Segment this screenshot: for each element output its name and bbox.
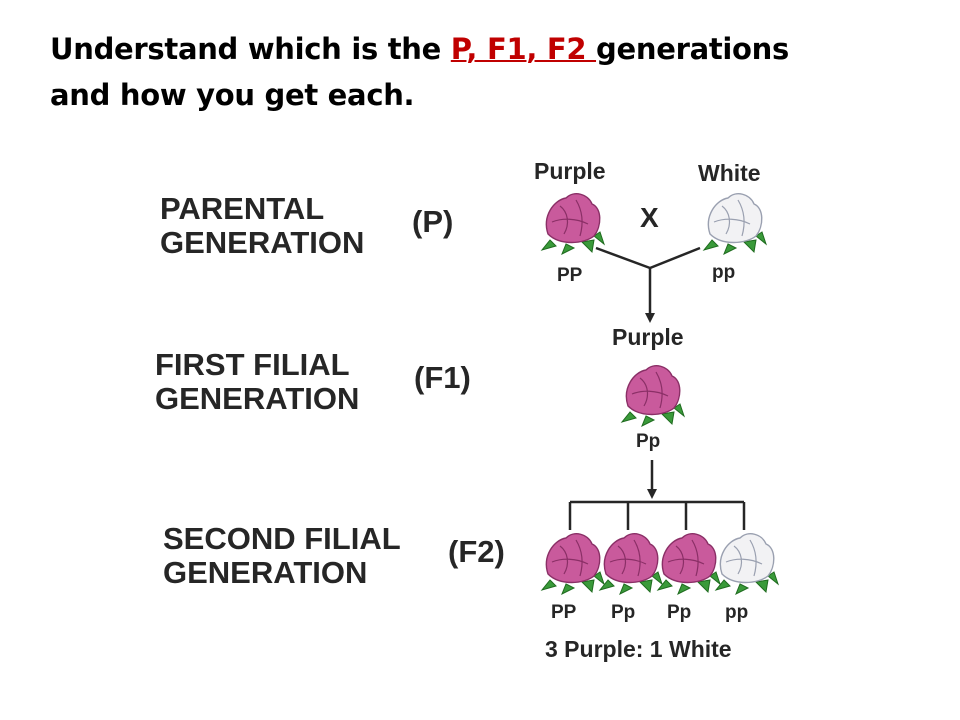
title-part2: generations [596, 32, 789, 66]
parental-line2: GENERATION [160, 225, 365, 260]
parental-abbr: (P) [412, 204, 454, 239]
ratio-label: 3 Purple: 1 White [545, 636, 732, 662]
parent1-genotype: PP [557, 265, 583, 286]
f1-purple-flower-icon [620, 365, 686, 428]
first-line1: FIRST FILIAL [155, 347, 350, 382]
parental-line1: PARENTAL [160, 191, 325, 226]
second-line2: GENERATION [163, 555, 368, 590]
cross-line-right [649, 246, 701, 270]
f2-flower-4-white-icon [714, 533, 780, 596]
second-line1: SECOND FILIAL [163, 521, 401, 556]
slide-title: Understand which is the P, F1, F2 genera… [50, 26, 930, 118]
f2-genotype-3: Pp [667, 602, 692, 623]
cross-line-left [595, 246, 651, 270]
title-part1: Understand which is the [50, 32, 451, 66]
first-filial-generation-label: FIRST FILIAL GENERATION [155, 348, 359, 416]
f2-flower-2-purple-icon [598, 533, 664, 596]
second-abbr: (F2) [448, 534, 505, 569]
first-line2: GENERATION [155, 381, 360, 416]
parental-generation-label: PARENTAL GENERATION [160, 192, 364, 260]
f2-genotype-1: PP [551, 602, 577, 623]
title-highlight: P, F1, F2 [450, 32, 597, 66]
f2-bracket [568, 500, 746, 530]
parent2-white-flower-icon [702, 193, 768, 256]
parent2-color-label: White [698, 160, 761, 186]
f2-flower-1-purple-icon [540, 533, 606, 596]
parent2-genotype: pp [712, 262, 736, 283]
parent1-color-label: Purple [534, 158, 606, 184]
parent-cross-lines [595, 246, 701, 323]
f2-genotype-4: pp [725, 602, 749, 623]
cross-symbol: X [640, 202, 659, 233]
parent1-purple-flower-icon [540, 193, 606, 256]
f1-genotype: Pp [636, 431, 661, 452]
title-line2: and how you get each. [50, 78, 415, 112]
f2-genotype-2: Pp [611, 602, 636, 623]
first-abbr: (F1) [414, 360, 471, 395]
f1-color-label: Purple [612, 324, 684, 350]
f2-flower-3-purple-icon [656, 533, 722, 596]
second-filial-generation-label: SECOND FILIAL GENERATION [163, 522, 401, 590]
